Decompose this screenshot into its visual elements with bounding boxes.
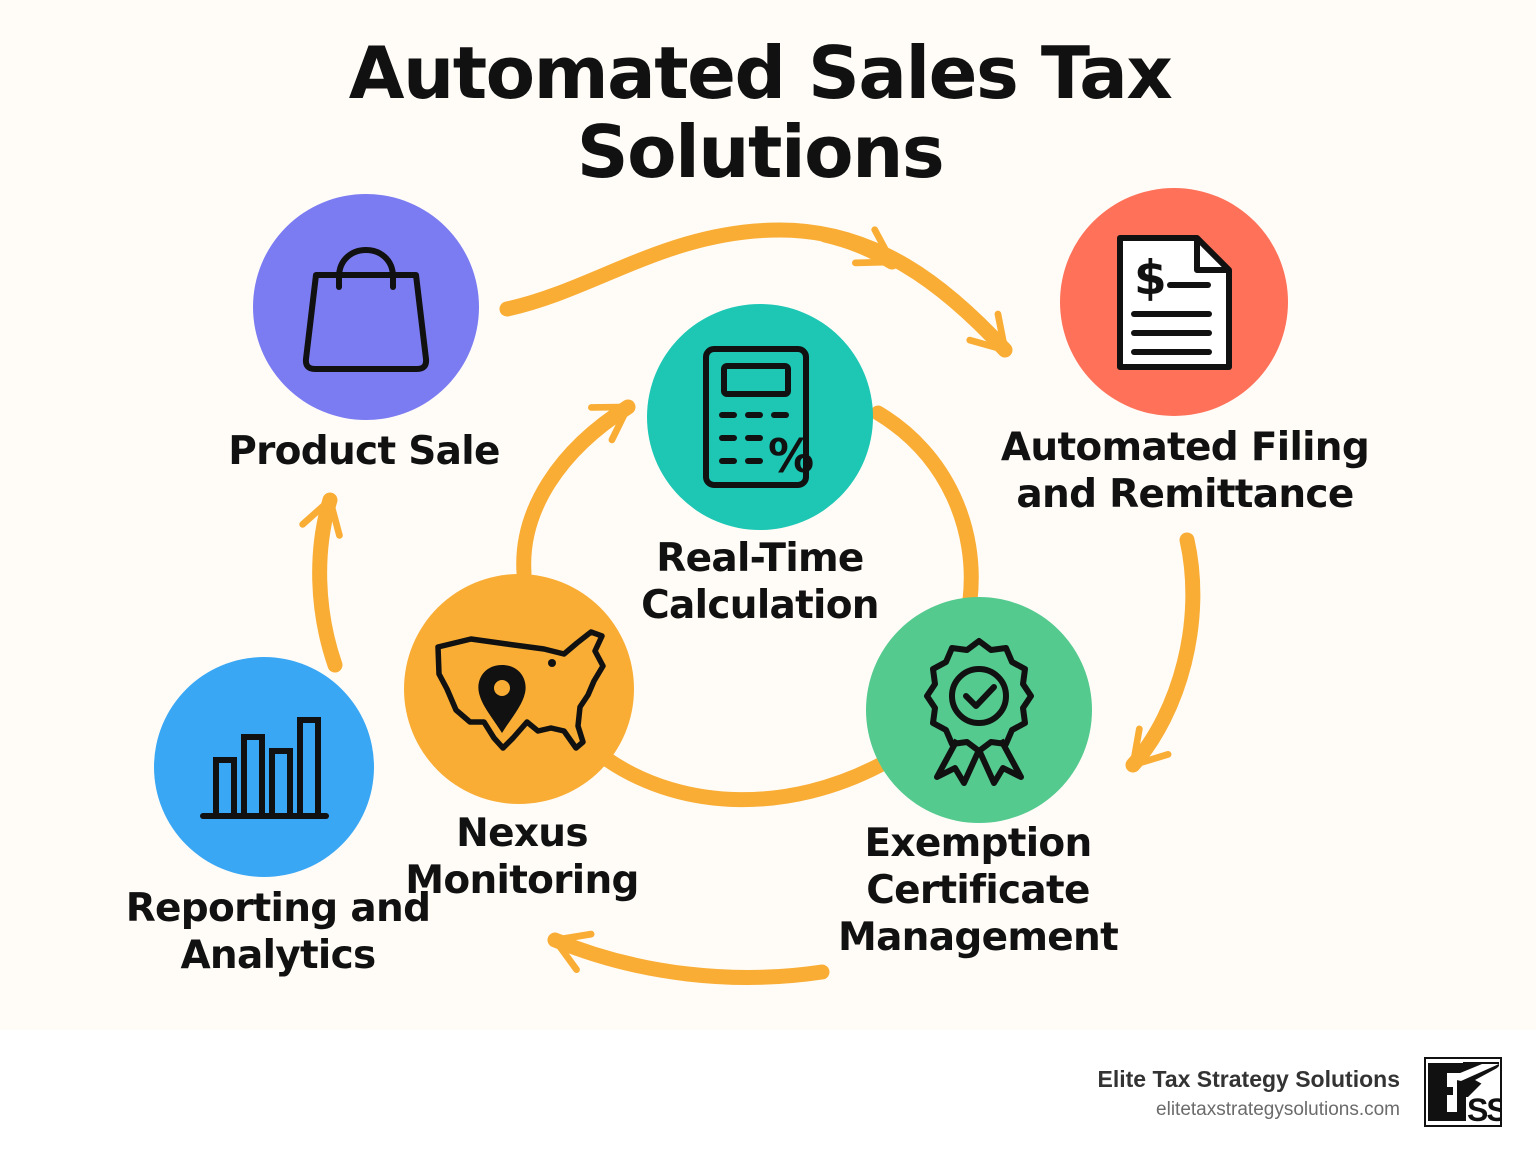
product-sale-label-line-1: Product Sale bbox=[228, 429, 500, 474]
exemption-certificate-node bbox=[866, 597, 1092, 823]
real-time-calculation-label-line-2: Calculation bbox=[641, 583, 879, 628]
exemption-certificate-label-line-3: Management bbox=[837, 915, 1119, 960]
exemption-certificate-label: Exemption Certificate Management bbox=[815, 820, 1141, 961]
real-time-calculation-label: Real-Time Calculation bbox=[610, 535, 910, 629]
svg-text:%: % bbox=[768, 429, 814, 483]
arrow-exemption-to-nexus bbox=[547, 930, 830, 985]
arrow-nexus-to-calculation bbox=[516, 399, 636, 581]
svg-text:SS: SS bbox=[1467, 1092, 1502, 1127]
nexus-monitoring-node bbox=[404, 574, 634, 804]
arrow-midpoint-product-sale-to-filing bbox=[817, 226, 900, 270]
etss-logo: SS bbox=[1424, 1057, 1502, 1127]
nexus-monitoring-label-line-2: Monitoring bbox=[405, 858, 639, 903]
company-name: Elite Tax Strategy Solutions bbox=[1097, 1066, 1400, 1092]
page-title: Automated Sales Tax Solutions bbox=[348, 31, 1173, 194]
automated-filing-node: $ bbox=[1060, 188, 1288, 416]
bar-chart-icon bbox=[200, 717, 329, 819]
reporting-analytics-label: Reporting and Analytics bbox=[118, 885, 438, 979]
arrow-exemption-to-nexus-inner bbox=[600, 752, 888, 808]
nexus-monitoring-label: Nexus Monitoring bbox=[390, 810, 654, 904]
footer-background bbox=[0, 1030, 1536, 1154]
invoice-document-icon: $ bbox=[1116, 234, 1232, 370]
automated-filing-label-line-2: and Remittance bbox=[1016, 472, 1354, 517]
shopping-bag-icon bbox=[302, 247, 430, 372]
certificate-ribbon-icon bbox=[924, 637, 1034, 786]
real-time-calculation-node: % bbox=[647, 304, 873, 530]
product-sale-node bbox=[253, 194, 479, 420]
automated-filing-label: Automated Filing and Remittance bbox=[1000, 424, 1370, 518]
reporting-analytics-label-line-1: Reporting and bbox=[125, 886, 431, 931]
footer-brand-text: Elite Tax Strategy Solutions elitetaxstr… bbox=[1098, 1065, 1400, 1122]
reporting-analytics-node bbox=[154, 657, 374, 877]
real-time-calculation-label-line-1: Real-Time bbox=[656, 536, 864, 581]
tax-calculator-icon: % bbox=[702, 346, 814, 488]
us-map-pin-icon bbox=[435, 628, 606, 751]
svg-text:$: $ bbox=[1134, 251, 1167, 306]
exemption-certificate-label-line-1: Exemption bbox=[864, 821, 1092, 866]
automated-filing-label-line-1: Automated Filing bbox=[1000, 425, 1370, 470]
reporting-analytics-label-line-2: Analytics bbox=[180, 933, 376, 978]
exemption-certificate-label-line-2: Certificate bbox=[866, 868, 1090, 913]
arrow-filing-to-exemption bbox=[1125, 532, 1201, 773]
arrow-reporting-to-product-sale bbox=[299, 492, 343, 673]
nexus-monitoring-label-line-1: Nexus bbox=[456, 811, 588, 856]
arrow-product-sale-to-filing bbox=[499, 222, 1013, 358]
company-url: elitetaxstrategysolutions.com bbox=[1156, 1099, 1400, 1120]
product-sale-label: Product Sale bbox=[216, 428, 512, 475]
arrow-calculation-to-exemption bbox=[870, 405, 979, 608]
